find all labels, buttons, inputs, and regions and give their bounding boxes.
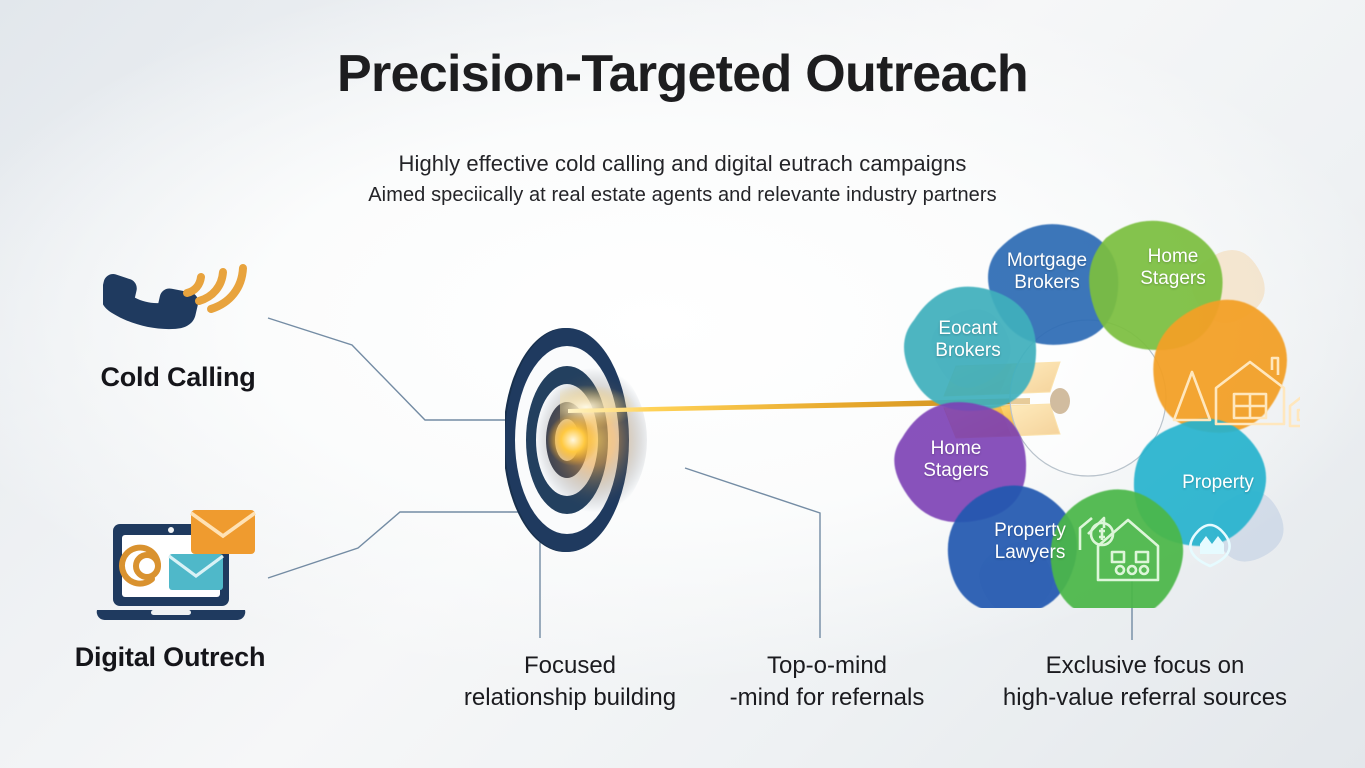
channel-cold-calling[interactable]: Cold Calling bbox=[48, 232, 308, 393]
blob-property-lawyers bbox=[947, 485, 1077, 615]
channel-label-cold-calling: Cold Calling bbox=[100, 362, 256, 392]
channel-digital-outreach[interactable]: Digital Outrech bbox=[40, 510, 300, 673]
bullseye-target bbox=[503, 300, 735, 575]
blob-houses-orange bbox=[1153, 299, 1287, 433]
laptop-email-icon bbox=[40, 510, 300, 632]
page-subtitle: Highly effective cold calling and digita… bbox=[0, 148, 1365, 210]
caption-focused-relationship-building: Focused relationship building bbox=[463, 652, 677, 711]
subtitle-line-2: Aimed speciically at real estate agents … bbox=[368, 184, 997, 206]
subtitle-line-1: Highly effective cold calling and digita… bbox=[398, 151, 967, 176]
page-title: Precision-Targeted Outreach bbox=[337, 45, 1029, 103]
house-value-icon bbox=[1078, 516, 1160, 582]
cluster-shapes bbox=[894, 220, 1320, 621]
property-droplet-icon bbox=[1189, 523, 1231, 568]
channel-label-digital-outreach: Digital Outrech bbox=[74, 642, 266, 672]
phone-ringing-icon bbox=[48, 232, 308, 352]
caption-exclusive-focus: Exclusive focus on high-value referral s… bbox=[1002, 652, 1288, 711]
caption-top-of-mind-referrals: Top-o-mind -mind for refernals bbox=[729, 652, 925, 711]
referral-partner-cluster: Mortgage Brokers Home Stagers Eocant Bro… bbox=[880, 198, 1320, 621]
blob-house-value-green bbox=[1050, 489, 1184, 621]
blob-eocant-brokers bbox=[904, 286, 1037, 411]
